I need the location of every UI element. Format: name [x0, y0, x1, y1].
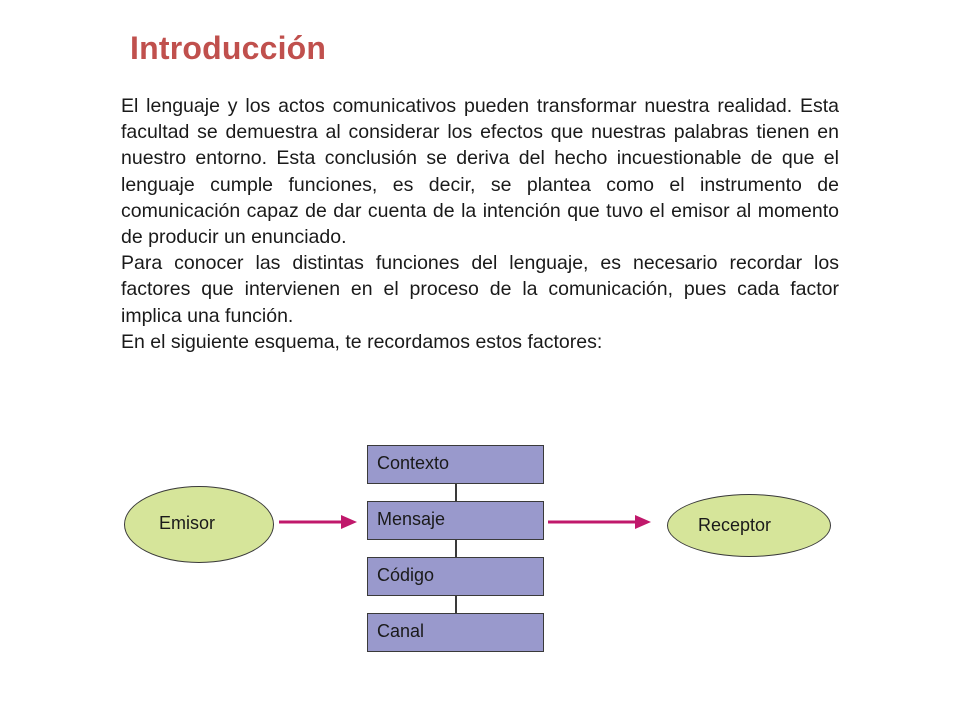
receiver-ellipse: Receptor — [667, 494, 831, 557]
sender-ellipse: Emisor — [124, 486, 274, 563]
arrow-right-icon — [548, 515, 651, 529]
paragraph-scheme: En el siguiente esquema, te recordamos e… — [121, 330, 603, 353]
receiver-label: Receptor — [698, 515, 772, 535]
body-text: El lenguaje y los actos comunicativos pu… — [121, 93, 839, 355]
connector-line — [455, 484, 457, 502]
factor-box-context: Contexto — [367, 445, 544, 484]
connector-line — [455, 596, 457, 614]
paragraph-intro: El lenguaje y los actos comunicativos pu… — [121, 95, 839, 249]
sender-label: Emisor — [159, 513, 216, 533]
factor-box-code: Código — [367, 557, 544, 596]
connector-line — [455, 540, 457, 558]
slide-title: Introducción — [130, 30, 327, 66]
factor-box-channel: Canal — [367, 613, 544, 652]
paragraph-factors: Para conocer las distintas funciones del… — [121, 252, 839, 327]
factor-box-message: Mensaje — [367, 501, 544, 540]
arrow-right-icon — [279, 515, 357, 529]
